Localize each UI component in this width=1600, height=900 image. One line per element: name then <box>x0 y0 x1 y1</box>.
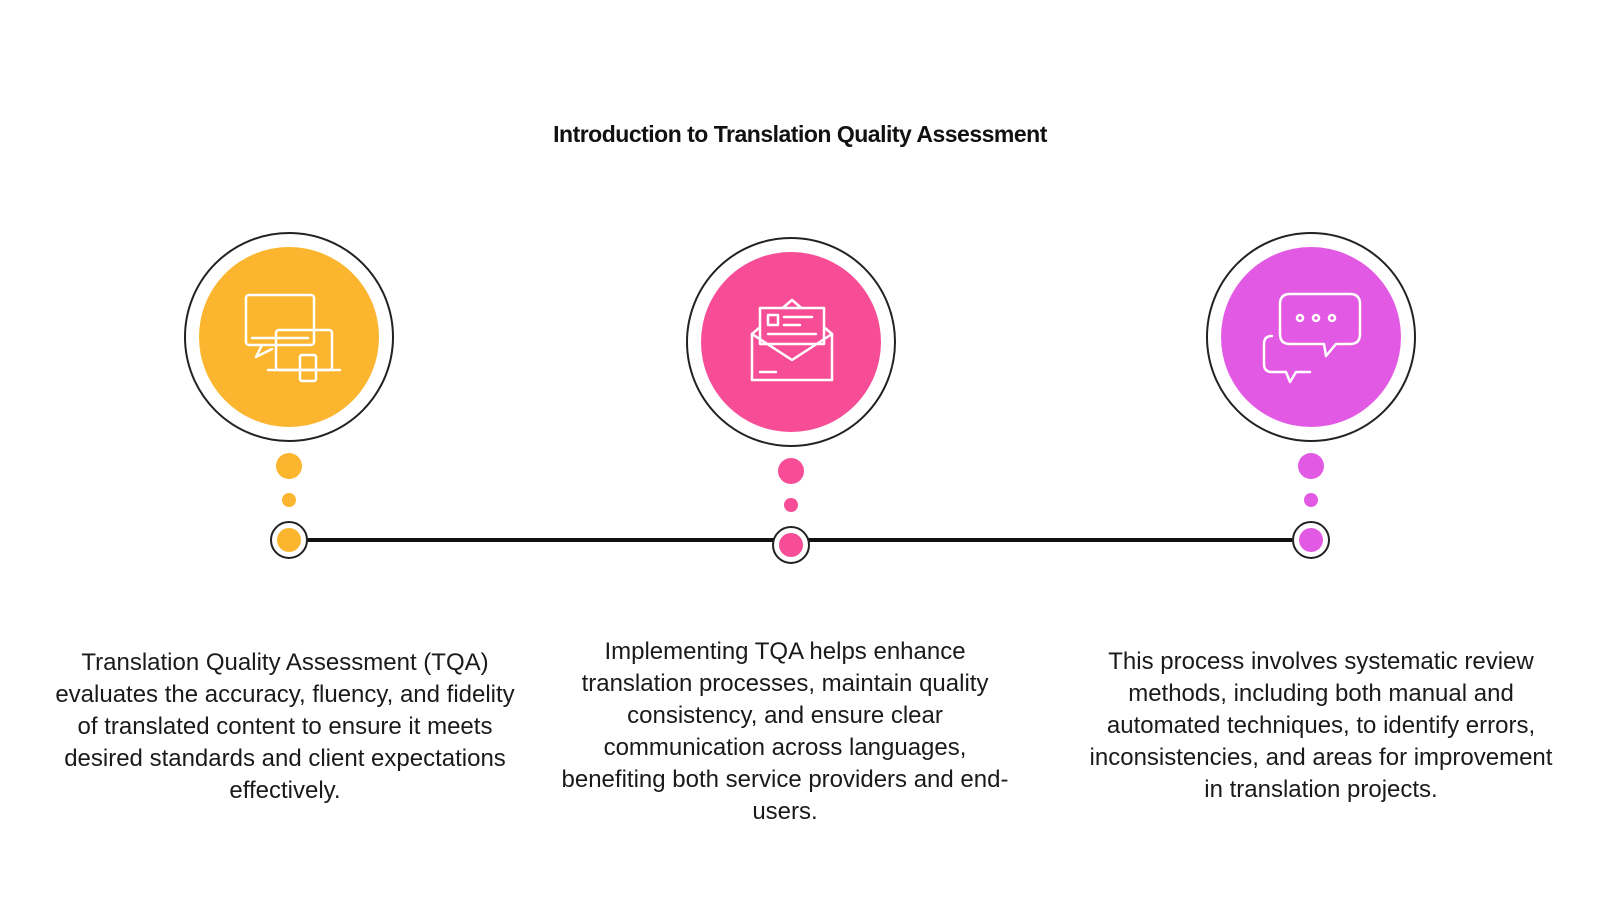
step-3-description: This process involves systematic review … <box>1089 648 1553 803</box>
chat-bubbles-icon <box>1262 292 1362 384</box>
step-3-node <box>1299 528 1323 552</box>
page-title: Introduction to Translation Quality Asse… <box>553 121 1047 147</box>
step-2-dot-large <box>778 458 804 484</box>
step-2-node <box>779 533 803 557</box>
step-3-dot-small <box>1304 493 1318 507</box>
step-3 <box>1206 232 1416 559</box>
step-1-dot-large <box>276 453 302 479</box>
step-2-dot-small <box>784 498 798 512</box>
envelope-icon <box>750 298 834 382</box>
devices-icon <box>244 293 342 383</box>
step-1-description: Translation Quality Assessment (TQA) eva… <box>55 649 515 804</box>
step-2-description: Implementing TQA helps enhance translati… <box>561 638 1009 825</box>
step-3-dot-large <box>1298 453 1324 479</box>
step-2 <box>686 237 896 564</box>
step-1-dot-small <box>282 493 296 507</box>
step-1 <box>184 232 394 559</box>
step-1-node <box>277 528 301 552</box>
